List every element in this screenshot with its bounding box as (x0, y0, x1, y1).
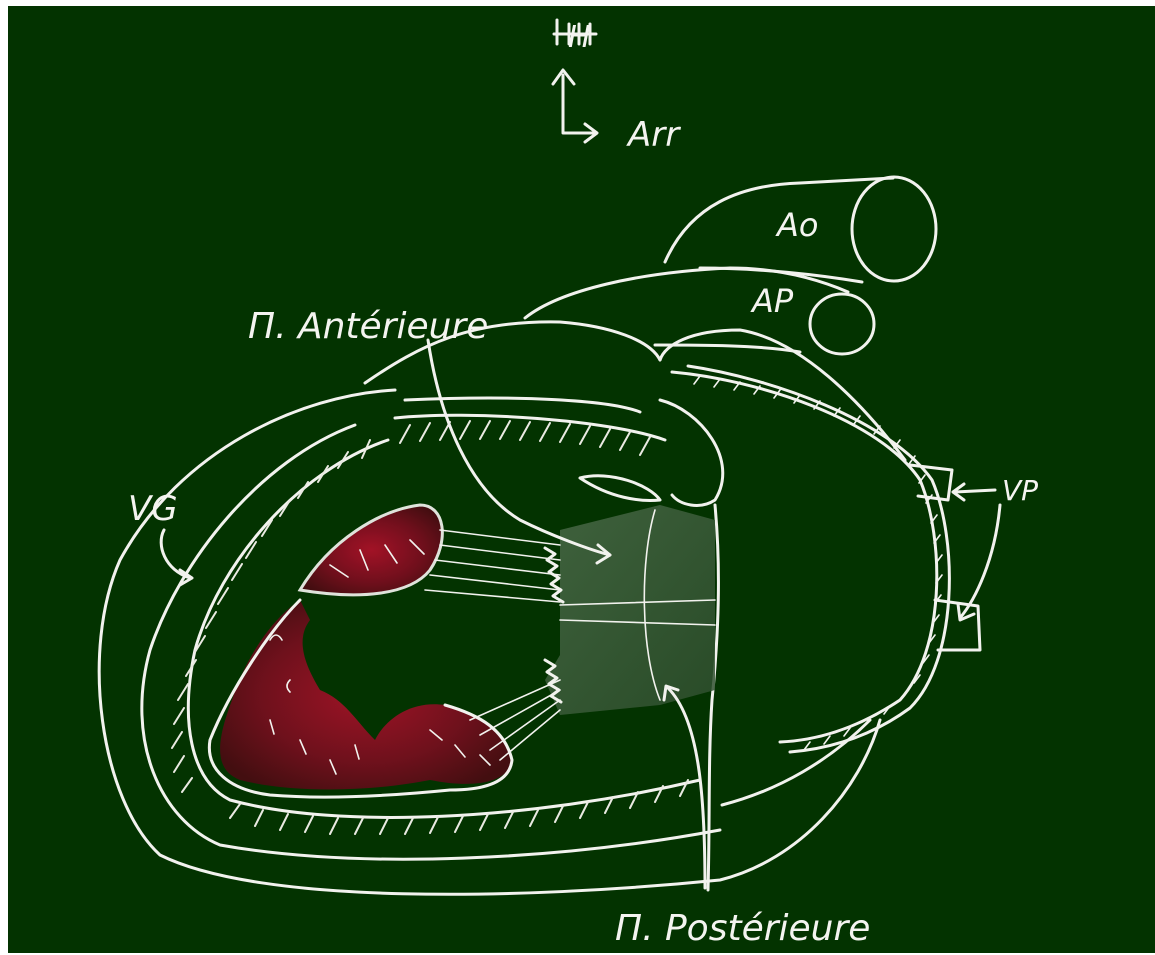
label-left-ventricle: VG (128, 489, 178, 529)
label-right-ventricle: VP (1002, 474, 1038, 507)
orientation-top-label: H (568, 20, 591, 55)
label-posterior-papillary: Π. Postérieure (615, 908, 870, 949)
label-aorta: Ao (775, 206, 818, 244)
orientation-right-label: Arr (626, 115, 681, 155)
label-pulmonary-artery: AP (750, 282, 794, 320)
pulmonary-artery (525, 268, 874, 354)
label-anterior-papillary: Π. Antérieure (248, 306, 488, 347)
